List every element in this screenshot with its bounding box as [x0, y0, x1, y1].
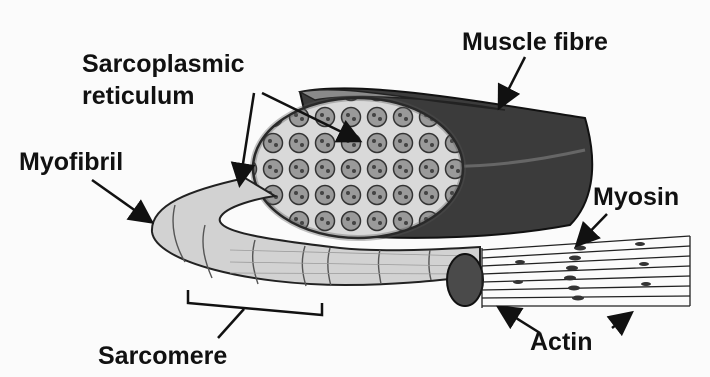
- myofibril-label: Myofibril: [19, 150, 123, 175]
- sarcoplasmic-reticulum-label-line1: Sarcoplasmic: [82, 52, 245, 77]
- sarcoplasmic-reticulum-label-line2: reticulum: [82, 84, 195, 109]
- myofibril-end-cap: [447, 254, 483, 306]
- muscle-fibre-label: Muscle fibre: [462, 30, 608, 55]
- actin-side-arrow: [612, 314, 630, 328]
- actin-label: Actin: [530, 330, 593, 355]
- myofibril-arrow: [92, 180, 150, 221]
- myosin-label: Myosin: [593, 185, 679, 210]
- myosin-arrow: [578, 214, 607, 244]
- sarcomere-pointer: [218, 309, 244, 338]
- muscle-fibre-arrow: [500, 57, 525, 106]
- sarcomere-label: Sarcomere: [98, 344, 227, 369]
- filament-bundle: [482, 236, 690, 308]
- myosin-heads: [513, 242, 651, 301]
- sarcomere-bracket: [188, 290, 322, 315]
